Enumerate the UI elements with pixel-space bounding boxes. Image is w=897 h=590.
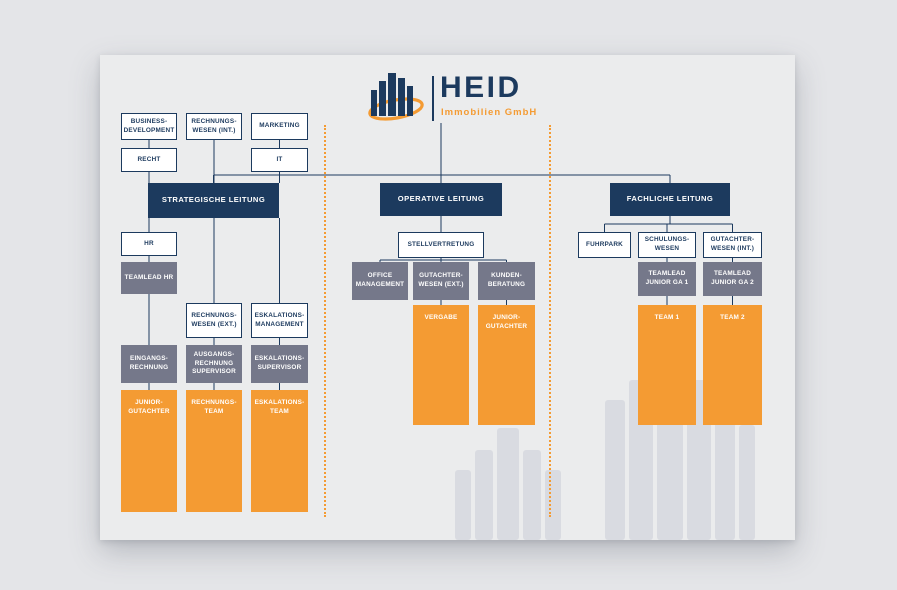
- brand-subtitle: Immobilien GmbH: [441, 107, 538, 118]
- brand-name: HEID: [440, 71, 522, 104]
- org-chart-card: HEID Immobilien GmbH BUSINESS-DEVELOPMEN…: [100, 55, 795, 540]
- node-junior-gutachter-strategisch: JUNIOR-GUTACHTER: [121, 390, 177, 512]
- node-rechnungswesen-int: RECHNUNGS-WESEN (INT.): [186, 113, 242, 140]
- node-junior-gutachter-operativ: JUNIOR-GUTACHTER: [478, 305, 535, 425]
- node-fuhrpark: FUHRPARK: [578, 232, 631, 258]
- node-schulungswesen: SCHULUNGS-WESEN: [638, 232, 696, 258]
- node-stellvertretung: STELLVERTRETUNG: [398, 232, 484, 258]
- node-recht: RECHT: [121, 148, 177, 172]
- node-teamlead-junior-ga1: TEAMLEAD JUNIOR GA 1: [638, 262, 696, 296]
- logo-building-icon: [368, 69, 426, 121]
- node-it: IT: [251, 148, 308, 172]
- node-eskalations-supervisor: ESKALATIONS-SUPERVISOR: [251, 345, 308, 383]
- header-fachliche-leitung: FACHLICHE LEITUNG: [610, 183, 730, 216]
- node-teamlead-junior-ga2: TEAMLEAD JUNIOR GA 2: [703, 262, 762, 296]
- node-business-development: BUSINESS-DEVELOPMENT: [121, 113, 177, 140]
- node-kundenberatung: KUNDEN-BERATUNG: [478, 262, 535, 300]
- node-vergabe: VERGABE: [413, 305, 469, 425]
- divider-dotted-right: [549, 125, 551, 517]
- node-eskalations-team: ESKALATIONS-TEAM: [251, 390, 308, 512]
- node-rechnungswesen-ext: RECHNUNGS-WESEN (EXT.): [186, 303, 242, 338]
- node-gutachterwesen-int: GUTACHTER-WESEN (INT.): [703, 232, 762, 258]
- node-eingangsrechnung: EINGANGS-RECHNUNG: [121, 345, 177, 383]
- node-gutachterwesen-ext: GUTACHTER-WESEN (EXT.): [413, 262, 469, 300]
- node-hr: HR: [121, 232, 177, 256]
- node-teamlead-hr: TEAMLEAD HR: [121, 262, 177, 294]
- node-team-2: TEAM 2: [703, 305, 762, 425]
- node-marketing: MARKETING: [251, 113, 308, 140]
- node-rechnungs-team: RECHNUNGS-TEAM: [186, 390, 242, 512]
- divider-dotted-left: [324, 125, 326, 517]
- node-eskalationsmanagement: ESKALATIONS-MANAGEMENT: [251, 303, 308, 338]
- node-team-1: TEAM 1: [638, 305, 696, 425]
- logo-separator: [432, 76, 434, 121]
- node-office-management: OFFICE MANAGEMENT: [352, 262, 408, 300]
- header-strategische-leitung: STRATEGISCHE LEITUNG: [148, 183, 279, 218]
- header-operative-leitung: OPERATIVE LEITUNG: [380, 183, 502, 216]
- node-ausgangsrechnung-supervisor: AUSGANGS-RECHNUNG SUPERVISOR: [186, 345, 242, 383]
